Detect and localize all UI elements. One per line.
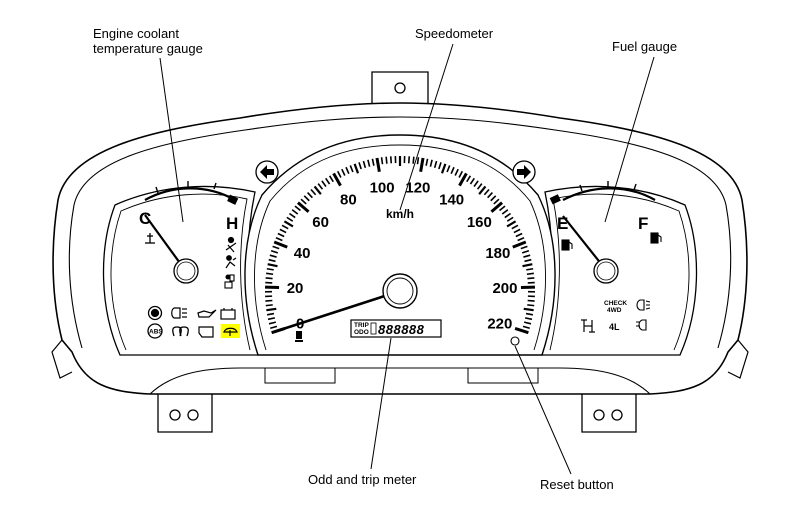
bottom-right-bracket [582,390,636,432]
temp-hot-label: H [226,214,238,233]
temperature-hub [174,259,198,283]
speed-label: 80 [340,192,357,209]
reset-button[interactable] [511,337,519,345]
speedometer: 020406080100120140160180200220 km/h TRIP… [245,135,555,355]
top-bracket [372,72,428,103]
speed-tick [413,157,414,164]
speed-tick [267,269,274,270]
speed-label: 20 [287,280,304,297]
speed-label: 200 [492,280,517,297]
svg-text:Odd and trip meter: Odd and trip meter [308,472,417,487]
svg-text:temperature gauge: temperature gauge [93,41,203,56]
speed-tick [527,273,534,274]
speed-tick [417,157,418,164]
odometer-display: TRIP ODO 888888 [351,320,441,337]
svg-text:Reset button: Reset button [540,477,614,492]
svg-text:Fuel gauge: Fuel gauge [612,39,677,54]
temp-cold-label: C [139,209,151,228]
speed-tick [265,300,272,301]
speed-tick [527,278,534,279]
svg-text:ABS: ABS [149,329,163,336]
low-range-indicator: 4L [609,322,620,332]
svg-text:4WD: 4WD [607,307,622,314]
speed-tick [266,309,276,310]
speed-tick [266,278,273,279]
speed-tick [266,305,273,306]
fuel-pod: E F CHECK 4WD 4L [542,181,696,355]
right-turn-arrow-icon [513,161,535,183]
speed-label: 180 [485,245,510,262]
speed-label: 160 [467,214,492,231]
speed-tick [526,269,533,270]
speed-label: 60 [312,214,329,231]
fuel-hub [594,259,618,283]
speed-label: 100 [370,180,395,197]
speed-tick [386,157,387,164]
odometer-digits: 888888 [378,322,425,337]
bottom-left-bracket [158,390,212,432]
speed-tick [382,157,383,164]
speed-tick [528,300,535,301]
trip-label: TRIP [354,322,369,329]
left-turn-arrow-icon [256,161,278,183]
fuel-pump-icon [295,331,303,342]
svg-text:Engine coolant: Engine coolant [93,26,179,41]
svg-text:Speedometer: Speedometer [415,26,494,41]
svg-text:CHECK: CHECK [604,300,627,307]
speed-hub [383,274,417,308]
speed-tick [266,273,273,274]
speed-label: 40 [294,245,311,262]
fuel-full-label: F [638,214,648,233]
speed-tick [524,309,534,310]
speed-label: 140 [439,192,464,209]
speed-tick [527,305,534,306]
washer-fluid-icon [221,324,240,338]
speed-label: 220 [487,315,512,332]
svg-text:ODO: ODO [354,329,369,336]
